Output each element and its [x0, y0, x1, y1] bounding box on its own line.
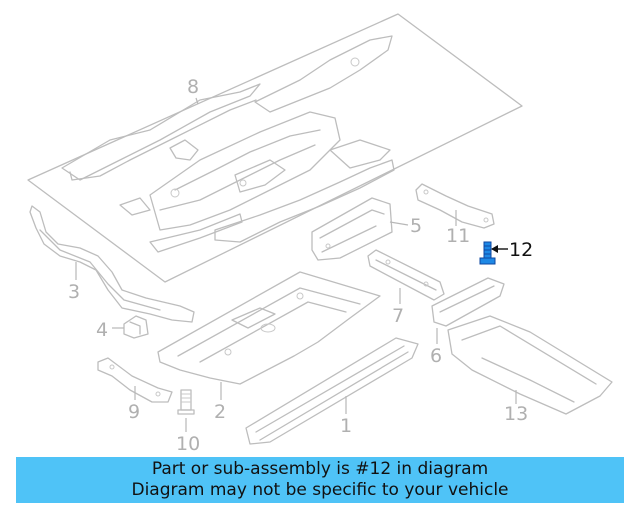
callout-8: 8 — [187, 76, 199, 98]
callout-2: 2 — [214, 401, 226, 423]
callout-1: 1 — [340, 415, 352, 437]
part-10-bolt — [177, 389, 195, 415]
banner-line-2: Diagram may not be specific to your vehi… — [131, 480, 509, 500]
callout-7: 7 — [392, 305, 404, 327]
callout-11: 11 — [446, 225, 470, 247]
part-4-small-bracket — [123, 315, 149, 339]
part-13-floor-panel — [447, 315, 613, 415]
callout-4: 4 — [96, 319, 108, 341]
part-6-reinforcement — [431, 277, 505, 327]
part-1-rocker-sill — [245, 337, 419, 445]
info-banner: Part or sub-assembly is #12 in diagram D… — [16, 457, 624, 503]
callout-12: 12 — [509, 239, 533, 261]
callout-3: 3 — [68, 281, 80, 303]
callout-13: 13 — [504, 403, 528, 425]
part-5-crossmember — [311, 197, 393, 261]
part-11-bracket — [415, 183, 495, 229]
part-7-seat-rail — [367, 249, 445, 301]
callout-10: 10 — [176, 433, 200, 455]
banner-line-1: Part or sub-assembly is #12 in diagram — [151, 459, 489, 479]
callout-5: 5 — [410, 215, 422, 237]
part-12-bolt — [479, 241, 496, 265]
callout-12-arrowhead — [491, 245, 498, 253]
part-3-rail-bracket — [29, 205, 195, 323]
callout-6: 6 — [430, 345, 442, 367]
part-8-floor-panel — [27, 13, 523, 283]
part-2-floor-pan — [157, 271, 381, 385]
callout-9: 9 — [128, 401, 140, 423]
part-9-gusset-plate — [97, 357, 173, 403]
